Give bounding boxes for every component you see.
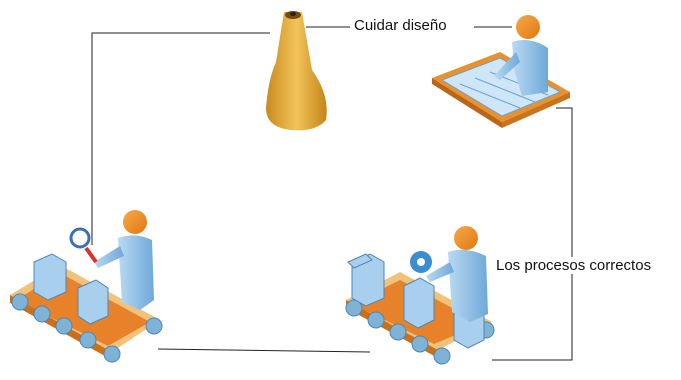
- designer-at-desk-icon: [432, 15, 570, 128]
- connector-right: [492, 107, 573, 361]
- connector-left: [91, 32, 270, 245]
- connector-bottom: [157, 348, 371, 353]
- connector-lines: [91, 26, 573, 361]
- inspector-with-magnifier-icon: [10, 210, 163, 363]
- worker-with-gear-icon: [345, 226, 495, 365]
- label-cuidar-diseno: Cuidar diseño: [352, 17, 449, 34]
- product-bottle-icon: [266, 11, 327, 131]
- label-procesos-correctos: Los procesos correctos: [494, 257, 654, 274]
